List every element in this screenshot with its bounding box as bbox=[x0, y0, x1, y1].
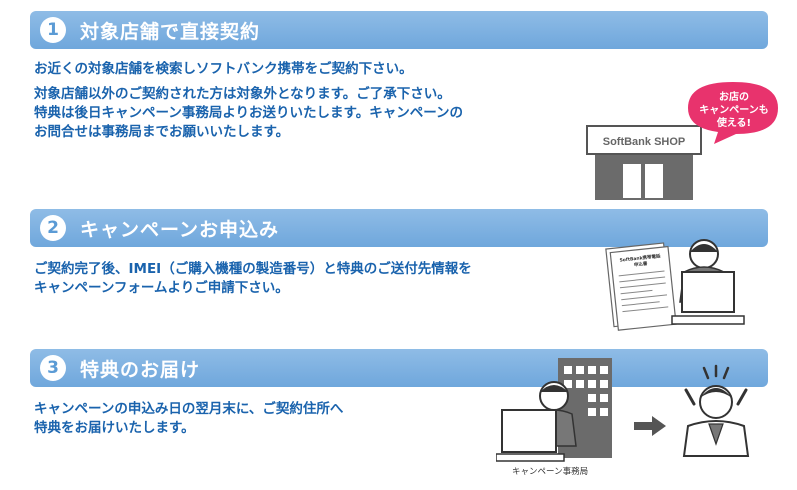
person-hair bbox=[690, 244, 718, 252]
step2-line1: ご契約完了後、IMEI（ご購入機種の製造番号）と特典のご送付先情報を bbox=[34, 261, 472, 277]
arrow-right-icon bbox=[634, 416, 666, 436]
step1-line4: お問合せは事務局までお願いいたします。 bbox=[34, 124, 290, 140]
form-title-line2: 申込書 bbox=[634, 260, 649, 268]
step1-line2: 対象店舗以外のご契約された方は対象外となります。ご了承下さい。 bbox=[34, 86, 451, 102]
recipient-illustration bbox=[682, 364, 750, 457]
recipient-raised-hands bbox=[684, 388, 748, 406]
step1-line1: お近くの対象店舗を検索しソフトバンク携帯をご契約下さい。 bbox=[34, 61, 413, 77]
recipient-tie bbox=[708, 423, 724, 446]
step1-header: 1 対象店舗で直接契約 bbox=[30, 11, 768, 49]
step2-description: ご契約完了後、IMEI（ご購入機種の製造番号）と特典のご送付先情報を キャンペー… bbox=[34, 260, 472, 298]
application-illustration: SoftBank携帯電話 申込書 bbox=[605, 239, 745, 331]
shop-sign-board bbox=[586, 125, 702, 155]
shop-door-left bbox=[623, 164, 641, 198]
bubble-line2: キャンペーンも bbox=[699, 104, 769, 116]
office-monitor bbox=[501, 409, 557, 453]
bubble-shape bbox=[688, 82, 778, 144]
step3-number: 3 bbox=[40, 355, 66, 381]
step1-number: 1 bbox=[40, 17, 66, 43]
campaign-speech-bubble: お店の キャンペーンも 使える! bbox=[688, 82, 778, 144]
office-caption: キャンペーン事務局 bbox=[512, 467, 589, 477]
office-windows bbox=[564, 366, 608, 416]
keyboard bbox=[671, 315, 745, 325]
computer-monitor bbox=[681, 271, 735, 313]
step2-title: キャンペーンお申込み bbox=[80, 218, 280, 241]
bubble-line1: お店の bbox=[719, 90, 749, 103]
bubble-line3: 使える! bbox=[716, 116, 751, 129]
step3-description: キャンペーンの申込み日の翌月末に、ご契約住所へ 特典をお届けいたします。 bbox=[34, 400, 343, 438]
step3-line2: 特典をお届けいたします。 bbox=[34, 420, 195, 436]
application-form-document: SoftBank携帯電話 申込書 bbox=[605, 242, 677, 331]
form-title-line1: SoftBank携帯電話 bbox=[619, 252, 661, 263]
step3-header: 3 特典のお届け bbox=[30, 349, 768, 387]
step3-title: 特典のお届け bbox=[80, 358, 201, 381]
step1-title: 対象店舗で直接契約 bbox=[80, 20, 261, 43]
shop-sign-text: SoftBank SHOP bbox=[603, 136, 686, 148]
softbank-shop-illustration: SoftBank SHOP bbox=[586, 125, 702, 200]
staff-hair bbox=[540, 385, 568, 392]
recipient-hair bbox=[700, 388, 732, 398]
office-keyboard bbox=[496, 453, 565, 462]
step1-description: お近くの対象店舗を検索しソフトバンク携帯をご契約下さい。 対象店舗以外のご契約さ… bbox=[34, 60, 463, 142]
step3-line1: キャンペーンの申込み日の翌月末に、ご契約住所へ bbox=[34, 401, 344, 417]
surprise-marks bbox=[702, 364, 730, 380]
step1-line3: 特典は後日キャンペーン事務局よりお送りいたします。キャンペーンの bbox=[34, 105, 464, 121]
step2-header: 2 キャンペーンお申込み bbox=[30, 209, 768, 247]
recipient-head bbox=[699, 385, 733, 419]
step2-line2: キャンペーンフォームよりご申請下さい。 bbox=[34, 280, 289, 296]
shop-door-right bbox=[645, 164, 663, 198]
step2-number: 2 bbox=[40, 215, 66, 241]
campaign-office-illustration bbox=[496, 358, 612, 462]
